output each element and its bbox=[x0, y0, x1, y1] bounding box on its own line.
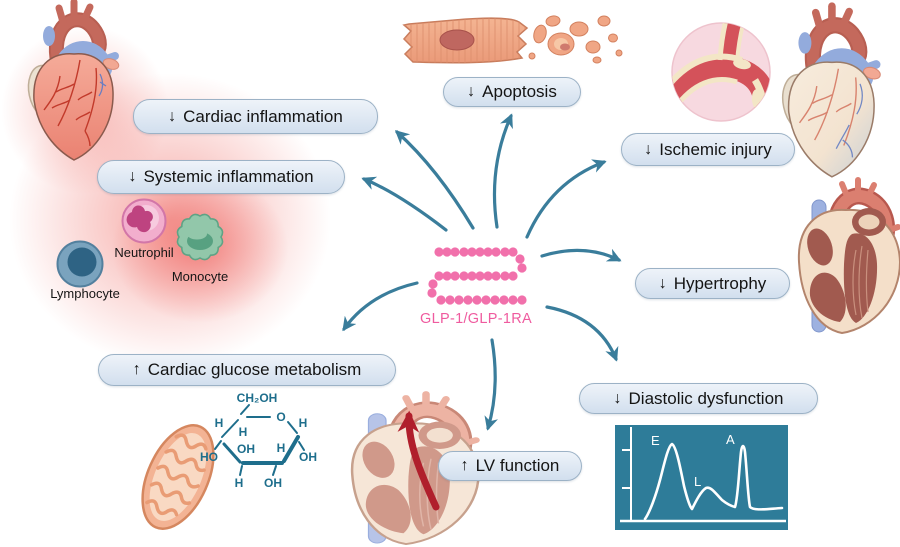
glucose-label-h-inner: H bbox=[238, 425, 248, 439]
heart-hypertrophy-illustration bbox=[797, 177, 900, 335]
glp1-label: GLP-1/GLP-1RA bbox=[420, 311, 532, 327]
down-arrow-glyph: ↓ bbox=[168, 107, 177, 125]
monocyte-label: Monocyte bbox=[171, 269, 229, 284]
down-arrow-glyph: ↓ bbox=[613, 389, 622, 407]
effect-pill-lv-function: ↑ LV function bbox=[438, 451, 582, 481]
effect-pill-cardiac-glucose-metabolism: ↑ Cardiac glucose metabolism bbox=[98, 354, 396, 386]
glp1-peptide-chain bbox=[427, 247, 527, 305]
heart-inflamed-illustration bbox=[27, 0, 120, 161]
doppler-trace bbox=[643, 442, 784, 521]
glucose-label-oh-inner: OH bbox=[237, 442, 255, 456]
heart-ischemic-illustration bbox=[781, 2, 881, 178]
effect-label: Hypertrophy bbox=[673, 273, 767, 293]
down-arrow-glyph: ↓ bbox=[467, 83, 476, 100]
arrow-to-diastolic-dysfunction bbox=[545, 305, 619, 362]
a-wave-label: A bbox=[726, 432, 735, 447]
effect-pill-systemic-inflammation: ↓ Systemic inflammation bbox=[97, 160, 345, 194]
l-wave-label: L bbox=[694, 474, 702, 489]
monocyte-cell bbox=[176, 213, 224, 261]
glucose-label-ring-o: O bbox=[276, 410, 286, 424]
effect-label: LV function bbox=[475, 456, 560, 475]
glucose-label-ho-left: HO bbox=[200, 450, 218, 464]
effect-arrows bbox=[342, 113, 622, 431]
arrow-to-lv-function bbox=[484, 338, 498, 431]
effect-pill-apoptosis: ↓ Apoptosis bbox=[443, 77, 581, 107]
down-arrow-glyph: ↓ bbox=[658, 274, 667, 292]
glucose-label-h-right: H bbox=[298, 416, 308, 430]
atherosclerotic-vessel-illustration bbox=[671, 22, 771, 122]
glucose-label-oh-bottom: OH bbox=[264, 476, 282, 490]
arrow-to-systemic-inflammation bbox=[361, 176, 448, 232]
down-arrow-glyph: ↓ bbox=[128, 168, 137, 185]
effect-pill-ischemic-injury: ↓ Ischemic injury bbox=[621, 133, 795, 166]
glucose-label-ch2oh: CH₂OH bbox=[236, 391, 278, 405]
glucose-label-h-bottom: H bbox=[234, 476, 244, 490]
ejection-arrow bbox=[397, 410, 440, 511]
effect-pill-hypertrophy: ↓ Hypertrophy bbox=[635, 268, 790, 299]
lymphocyte-cell bbox=[56, 240, 104, 288]
arrow-to-ischemic-injury bbox=[525, 159, 607, 239]
arrow-to-glucose-metabolism bbox=[342, 281, 419, 332]
lymphocyte-label: Lymphocyte bbox=[50, 286, 120, 301]
echo-doppler-chart bbox=[615, 425, 788, 530]
neutrophil-label: Neutrophil bbox=[114, 245, 174, 260]
arrow-to-apoptosis bbox=[492, 113, 513, 229]
arrow-to-hypertrophy bbox=[540, 248, 622, 262]
effect-label: Cardiac glucose metabolism bbox=[147, 360, 362, 379]
effect-pill-cardiac-inflammation: ↓ Cardiac inflammation bbox=[133, 99, 378, 134]
up-arrow-glyph: ↑ bbox=[132, 361, 141, 378]
glucose-label-oh-right: OH bbox=[299, 450, 317, 464]
e-wave-label: E bbox=[651, 433, 660, 448]
up-arrow-glyph: ↑ bbox=[460, 457, 469, 474]
effect-pill-diastolic-dysfunction: ↓ Diastolic dysfunction bbox=[579, 383, 818, 414]
effect-label: Diastolic dysfunction bbox=[628, 388, 784, 408]
neutrophil-cell bbox=[121, 198, 167, 244]
glucose-molecule-bonds bbox=[214, 404, 305, 476]
apoptotic-cardiomyocyte-illustration bbox=[402, 15, 623, 64]
mitochondrion-illustration bbox=[141, 424, 215, 530]
effect-label: Cardiac inflammation bbox=[183, 106, 343, 126]
effect-label: Apoptosis bbox=[482, 82, 557, 101]
effect-label: Systemic inflammation bbox=[143, 167, 314, 186]
down-arrow-glyph: ↓ bbox=[644, 140, 653, 158]
effect-label: Ischemic injury bbox=[659, 139, 772, 159]
glucose-label-h-inner-right: H bbox=[276, 441, 286, 455]
glucose-label-h-left: H bbox=[214, 416, 224, 430]
arrow-to-cardiac-inflammation bbox=[394, 130, 475, 230]
